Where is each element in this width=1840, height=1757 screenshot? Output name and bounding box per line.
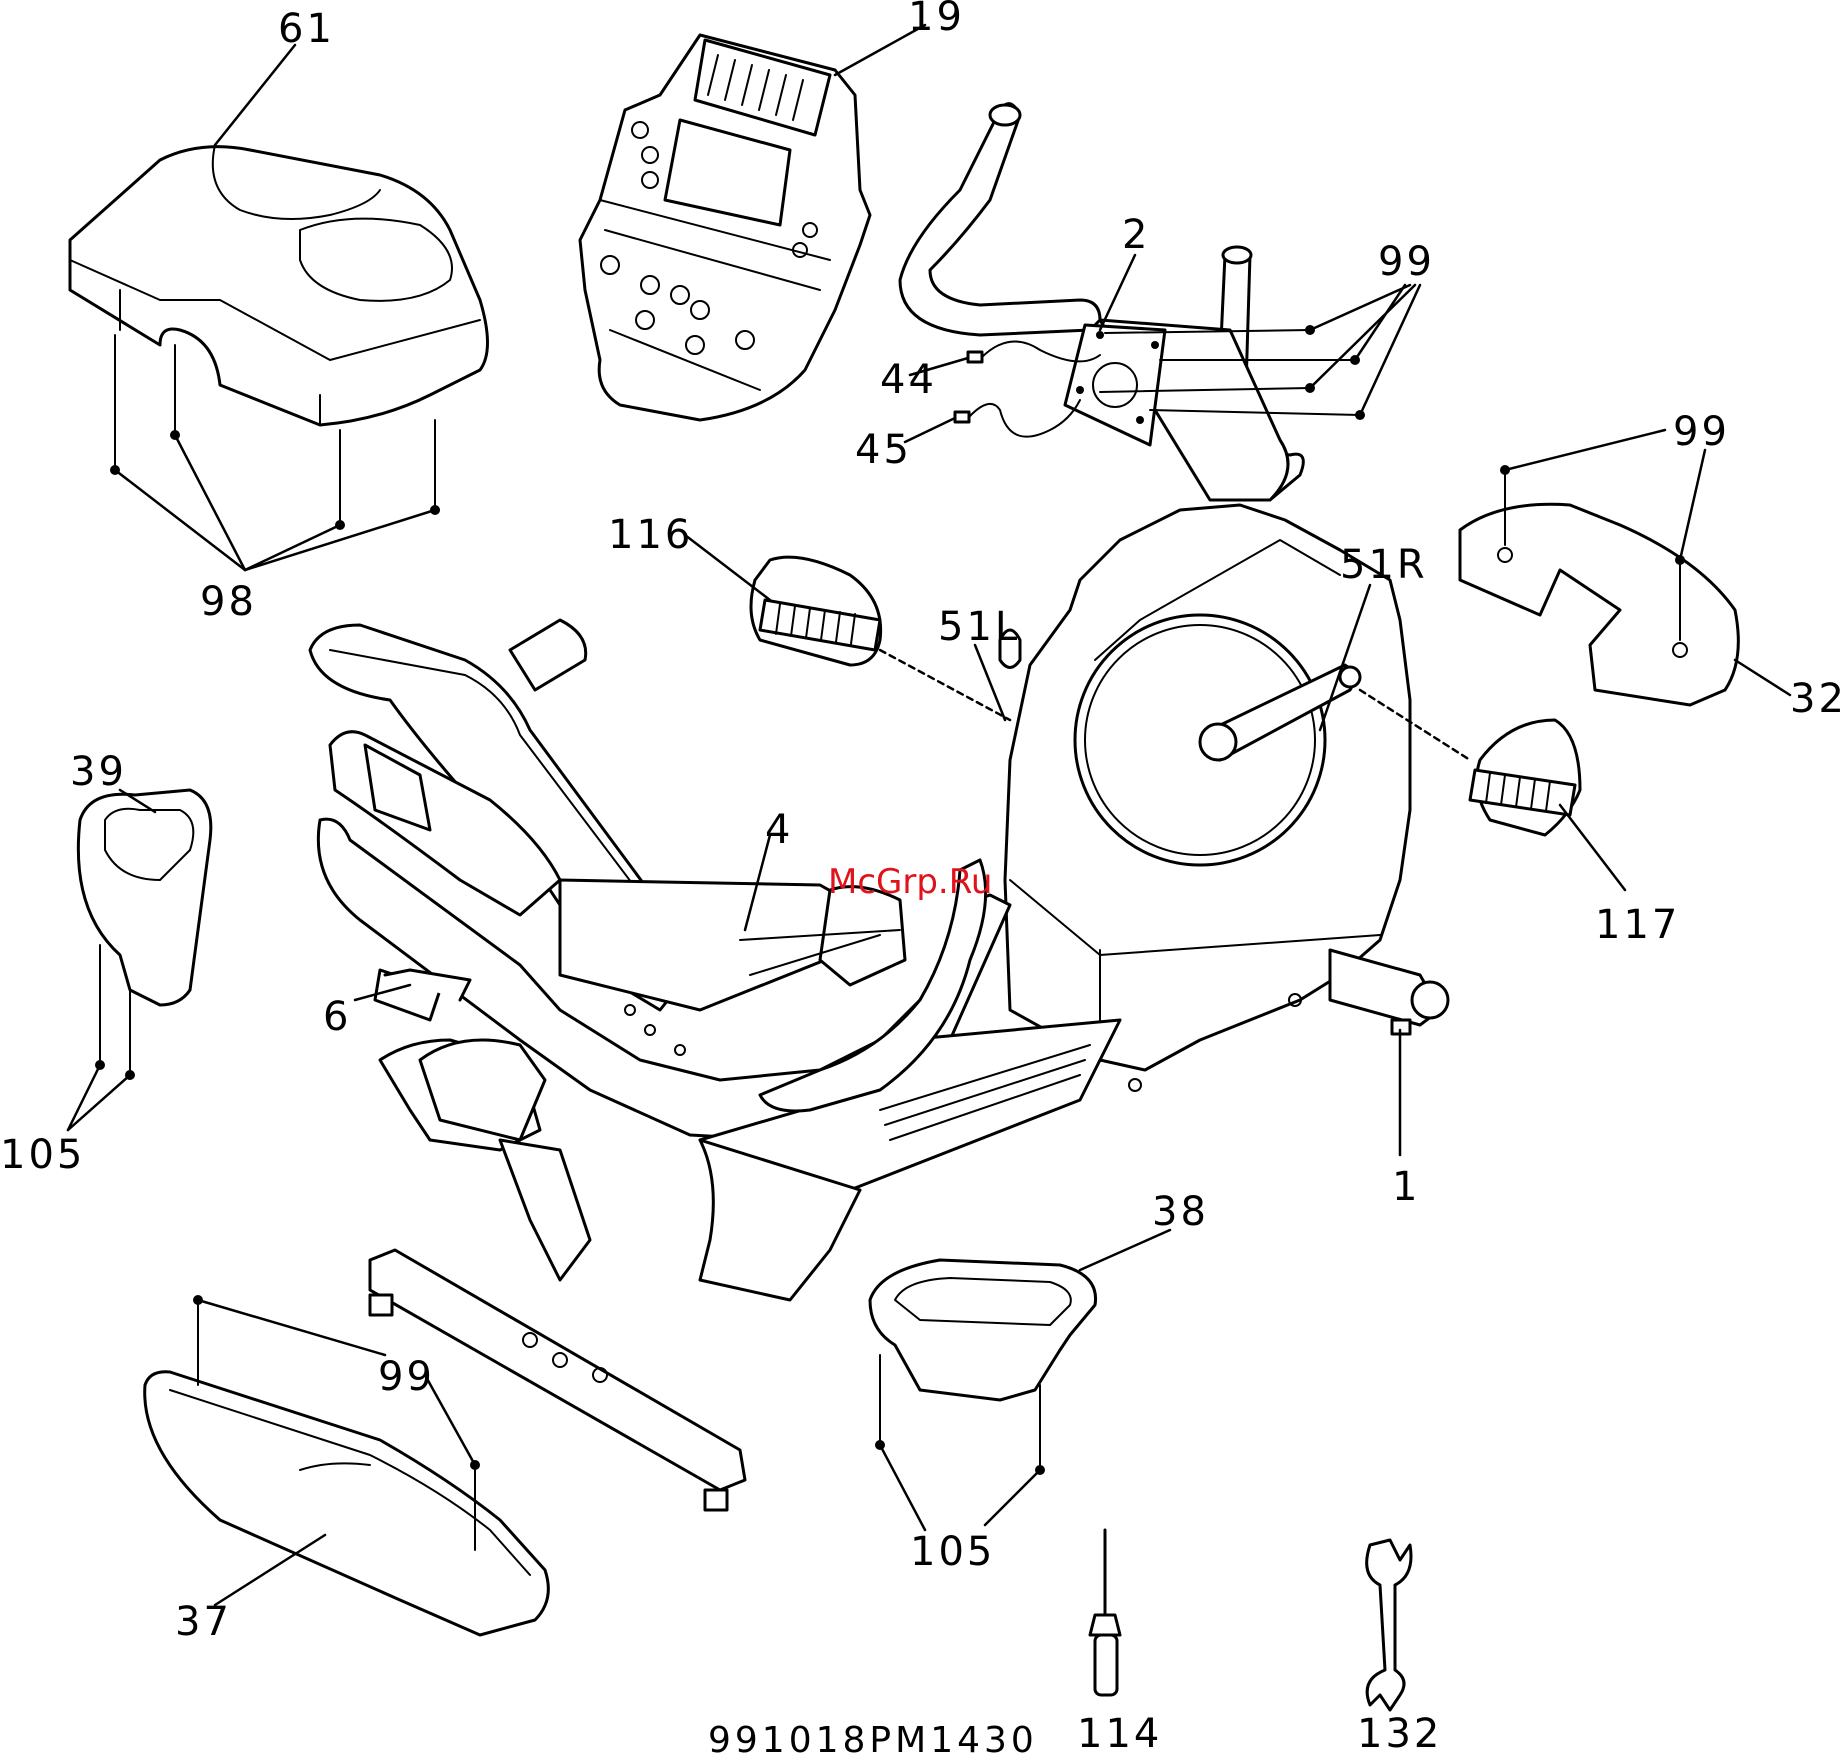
- rear-stabilizer: [1330, 950, 1448, 1034]
- callout-4: 4: [765, 807, 793, 853]
- callout-99-bottom: 99: [378, 1354, 435, 1400]
- wrench-part-132: [1367, 1540, 1411, 1710]
- callout-44: 44: [880, 357, 937, 403]
- callout-105-left: 105: [0, 1132, 85, 1178]
- callout-38: 38: [1152, 1189, 1209, 1235]
- screwdriver-part-114: [1090, 1530, 1120, 1695]
- callout-116: 116: [608, 512, 693, 558]
- callout-132: 132: [1357, 1711, 1442, 1757]
- watermark: McGrp.Ru: [828, 862, 992, 902]
- callout-51r: 51R: [1340, 542, 1428, 588]
- console-part-19: [580, 35, 870, 420]
- drawing-code: 991018PM1430: [708, 1720, 1038, 1757]
- callout-37: 37: [175, 1599, 232, 1645]
- bottle-holder-part-39: [78, 790, 211, 1080]
- callout-2: 2: [1122, 212, 1150, 258]
- callout-61: 61: [278, 6, 335, 52]
- seat-handle-part-6: [375, 970, 470, 1020]
- callout-117: 117: [1595, 902, 1680, 948]
- rear-cover-part-32: [1460, 465, 1738, 705]
- callout-19: 19: [908, 0, 965, 40]
- foot-cup-part-38: [870, 1260, 1096, 1475]
- upper-handlebar: [900, 104, 1303, 500]
- callout-105-bottom: 105: [910, 1529, 995, 1575]
- seat-cushion-part-61: [70, 145, 488, 425]
- callout-6: 6: [323, 994, 351, 1040]
- callout-51l: 51L: [938, 604, 1020, 650]
- callout-1: 1: [1392, 1164, 1420, 1210]
- callout-99-top: 99: [1378, 239, 1435, 285]
- bracket-part-2: [1065, 325, 1165, 445]
- callout-32: 32: [1790, 676, 1840, 722]
- callout-39: 39: [70, 749, 127, 795]
- callout-45: 45: [855, 427, 912, 473]
- callout-99-right: 99: [1673, 409, 1730, 455]
- callout-98: 98: [200, 579, 257, 625]
- callout-114: 114: [1077, 1711, 1162, 1757]
